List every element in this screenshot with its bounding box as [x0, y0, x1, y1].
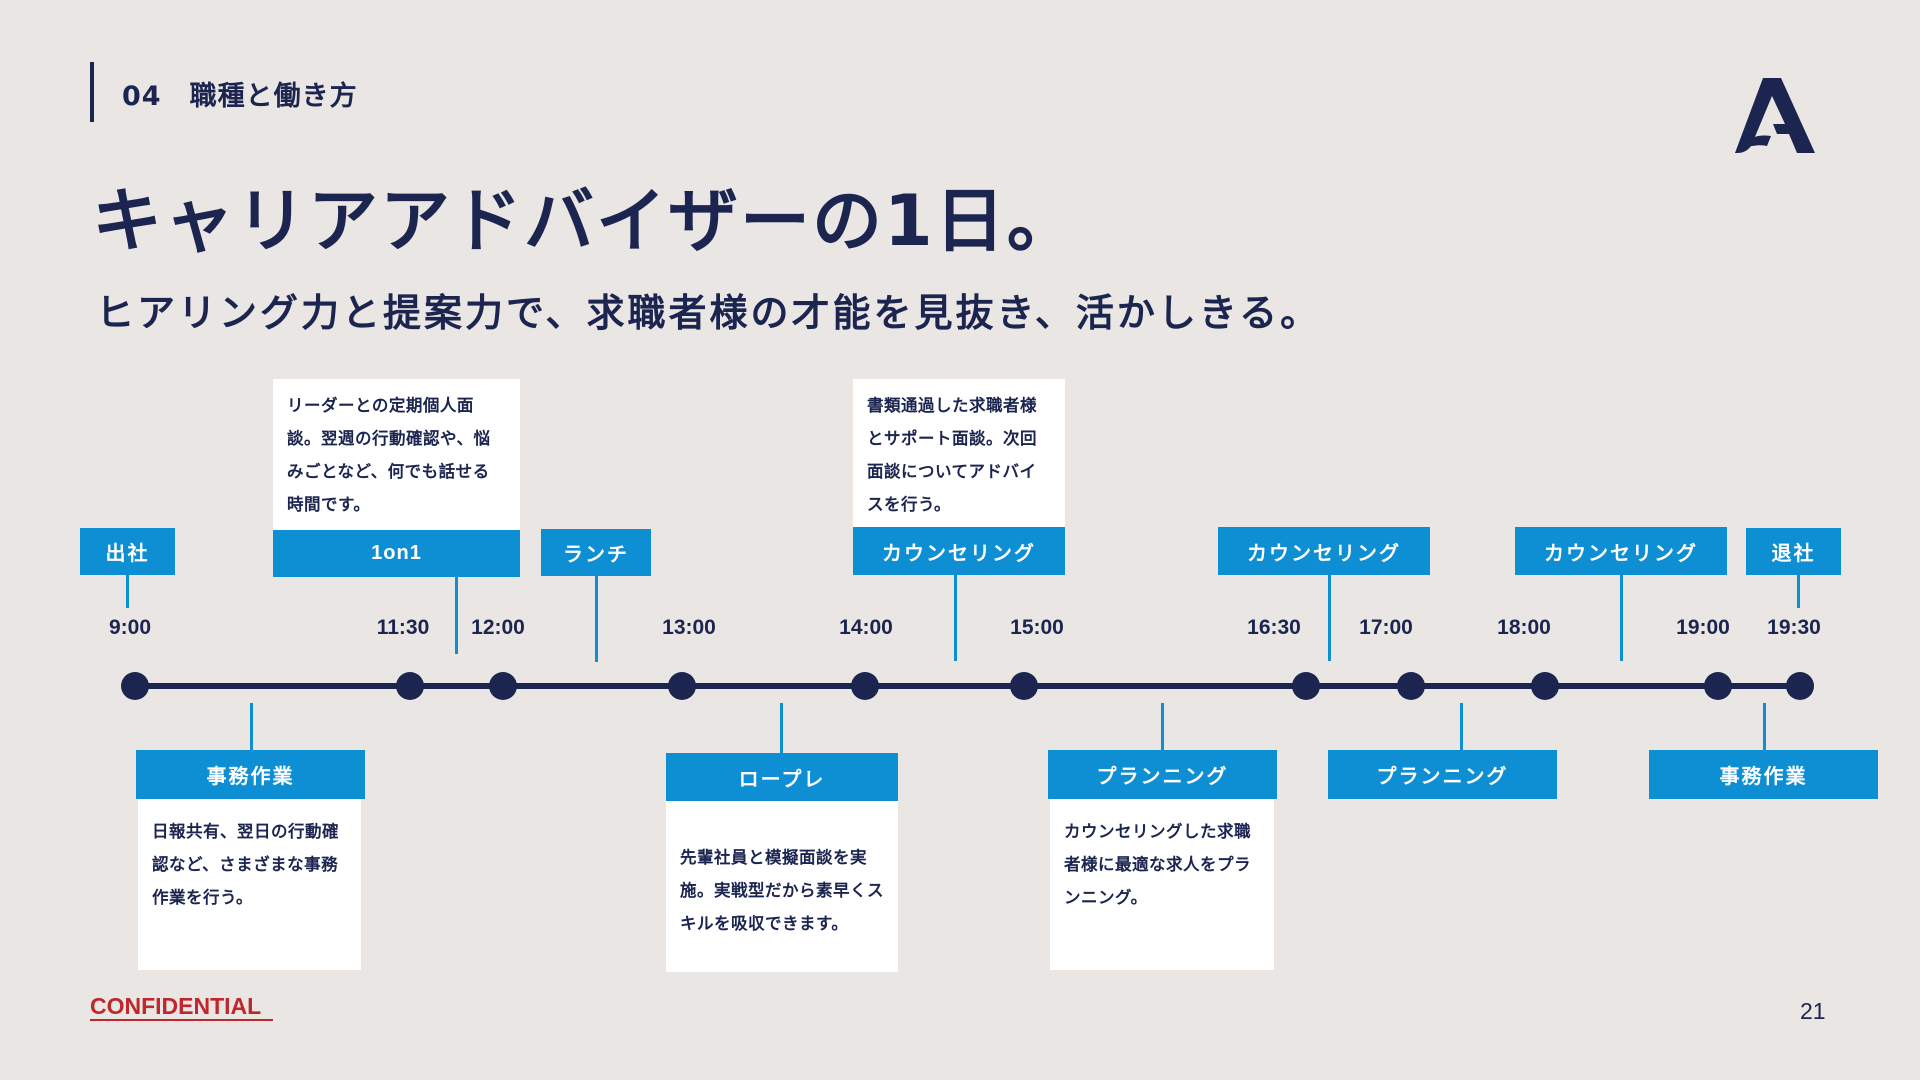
timeline-dot — [1397, 672, 1425, 700]
section-divider-bar — [90, 62, 94, 122]
confidential-mark: CONFIDENTIAL — [90, 993, 274, 1021]
description-card-office-work: 日報共有、翌日の行動確認など、さまざまな事務作業を行う。 — [138, 799, 361, 970]
connector-line — [125, 575, 129, 608]
connector-line — [594, 576, 598, 662]
activity-label-office-work: 事務作業 — [1649, 750, 1878, 799]
timeline-axis — [135, 683, 1800, 689]
company-logo-icon — [1735, 78, 1815, 153]
timeline-dot — [668, 672, 696, 700]
connector-line — [953, 575, 957, 661]
connector-line — [249, 703, 253, 750]
timeline-dot — [489, 672, 517, 700]
timeline-dot — [121, 672, 149, 700]
timeline-dot — [1531, 672, 1559, 700]
activity-label-office-work: 事務作業 — [136, 750, 365, 799]
page-subtitle: ヒアリング力と提案力で、求職者様の才能を見抜き、活かしきる。 — [96, 291, 1322, 335]
connector-line — [779, 703, 783, 753]
time-label: 14:00 — [839, 616, 893, 639]
activity-label-counseling: カウンセリング — [853, 527, 1065, 575]
description-card-counseling: 書類通過した求職者様とサポート面談。次回面談についてアドバイスを行う。 — [853, 379, 1065, 527]
activity-label-counseling: カウンセリング — [1515, 527, 1727, 575]
page-title: キャリアアドバイザーの1日。 — [92, 180, 1079, 262]
connector-line — [1459, 703, 1463, 750]
time-label: 11:30 — [376, 616, 430, 639]
timeline-dot — [1292, 672, 1320, 700]
time-label: 13:00 — [662, 616, 716, 639]
activity-label-text: 1on1 — [371, 542, 422, 564]
time-label: 19:30 — [1767, 616, 1821, 639]
time-label: 18:00 — [1497, 616, 1551, 639]
connector-line — [454, 577, 458, 654]
activity-label-arrive: 出社 — [80, 528, 175, 575]
activity-label-planning: プランニング — [1048, 750, 1277, 799]
connector-line — [1327, 575, 1331, 661]
activity-label-1on1: 1on1 — [273, 530, 520, 577]
section-label: 04 職種と働き方 — [122, 81, 358, 112]
time-label: 9:00 — [108, 616, 152, 639]
activity-label-counseling: カウンセリング — [1218, 527, 1430, 575]
time-label: 16:30 — [1247, 616, 1301, 639]
timeline-dot — [851, 672, 879, 700]
page-number: 21 — [1800, 998, 1826, 1024]
activity-label-leave: 退社 — [1746, 528, 1841, 575]
time-label: 15:00 — [1010, 616, 1064, 639]
timeline-dot — [1704, 672, 1732, 700]
timeline-dot — [1010, 672, 1038, 700]
activity-label-lunch: ランチ — [541, 529, 651, 576]
connector-line — [1762, 703, 1766, 750]
timeline-dot — [396, 672, 424, 700]
time-label: 17:00 — [1359, 616, 1413, 639]
description-card-planning: カウンセリングした求職者様に最適な求人をプランニング。 — [1050, 799, 1274, 970]
connector-line — [1619, 575, 1623, 661]
description-card-roleplay: 先輩社員と模擬面談を実施。実戦型だから素早くスキルを吸収できます。 — [666, 801, 898, 972]
timeline-dot — [1786, 672, 1814, 700]
description-card-1on1: リーダーとの定期個人面談。翌週の行動確認や、悩みごとなど、何でも話せる時間です。 — [273, 379, 520, 530]
activity-label-roleplay: ロープレ — [666, 753, 898, 801]
time-label: 19:00 — [1676, 616, 1730, 639]
connector-line — [1796, 575, 1800, 608]
time-label: 12:00 — [471, 616, 525, 639]
connector-line — [1160, 703, 1164, 750]
activity-label-planning: プランニング — [1328, 750, 1557, 799]
